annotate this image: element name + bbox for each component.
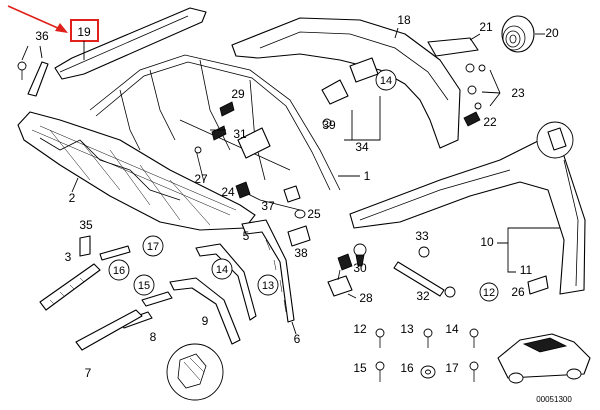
label-29: 29 bbox=[231, 87, 245, 101]
label-11: 11 bbox=[520, 263, 533, 277]
callout-13-mid bbox=[257, 274, 279, 296]
top-frame bbox=[89, 54, 341, 211]
label-10: 10 bbox=[480, 235, 494, 249]
label-12-right: 12 bbox=[483, 287, 495, 299]
highlight-box bbox=[70, 19, 99, 42]
part-35 bbox=[79, 235, 91, 257]
callout-17 bbox=[142, 235, 164, 257]
label-21: 21 bbox=[479, 20, 493, 34]
legend-label-14: 14 bbox=[445, 322, 459, 336]
label-22: 22 bbox=[483, 115, 497, 129]
part-18-cover bbox=[231, 17, 461, 149]
highlight-arrow bbox=[7, 5, 68, 33]
part-19-strip bbox=[54, 7, 207, 80]
part-24-37-25 bbox=[235, 181, 306, 219]
legend-label-15: 15 bbox=[353, 361, 367, 375]
legend-label-12: 12 bbox=[353, 322, 367, 336]
legend-label-17: 17 bbox=[445, 361, 459, 375]
part-20-cylinder bbox=[501, 15, 535, 53]
part-28 bbox=[327, 269, 353, 297]
label-1: 1 bbox=[364, 169, 371, 183]
label-7: 7 bbox=[85, 366, 92, 380]
label-20: 20 bbox=[545, 26, 559, 40]
part-23-fasteners bbox=[463, 63, 486, 127]
label-15: 15 bbox=[138, 280, 150, 292]
label-2: 2 bbox=[69, 191, 76, 205]
part-10-seal bbox=[349, 139, 586, 295]
label-34: 34 bbox=[355, 140, 369, 154]
part-21-pad bbox=[427, 37, 479, 57]
part-14-hinge bbox=[321, 57, 379, 128]
label-26: 26 bbox=[511, 285, 525, 299]
label-13-mid: 13 bbox=[262, 280, 274, 292]
label-37: 37 bbox=[261, 199, 275, 213]
callout-15 bbox=[133, 274, 155, 296]
part-15-strip bbox=[141, 291, 173, 307]
label-38: 38 bbox=[294, 246, 308, 260]
label-33: 33 bbox=[415, 229, 429, 243]
part-7-strip bbox=[75, 309, 143, 351]
part-16-clip bbox=[99, 245, 131, 261]
label-18: 18 bbox=[397, 13, 411, 27]
label-30: 30 bbox=[353, 261, 367, 275]
part-30-32-33 bbox=[337, 243, 456, 298]
fastener-legend: 12 13 14 15 16 17 bbox=[353, 322, 479, 382]
part-9-trim bbox=[169, 277, 241, 345]
label-35: 35 bbox=[79, 218, 93, 232]
label-23: 23 bbox=[511, 86, 525, 100]
callout-16 bbox=[108, 259, 130, 281]
label-6: 6 bbox=[294, 332, 301, 346]
callout-14-top bbox=[375, 69, 397, 91]
reference-number: 00051300 bbox=[536, 395, 572, 404]
label-5: 5 bbox=[243, 229, 250, 243]
legend-label-16: 16 bbox=[400, 361, 414, 375]
label-27: 27 bbox=[194, 172, 208, 186]
label-14-top: 14 bbox=[380, 75, 392, 87]
part-5-trim bbox=[241, 219, 295, 323]
label-14-mid: 14 bbox=[216, 264, 228, 276]
part-2-tub bbox=[17, 111, 256, 231]
part-3-strip bbox=[39, 263, 101, 311]
part-14-trim bbox=[195, 243, 257, 321]
label-39: 39 bbox=[322, 118, 336, 132]
callout-12-right bbox=[479, 282, 499, 302]
label-3: 3 bbox=[65, 250, 72, 264]
label-25: 25 bbox=[307, 207, 321, 221]
label-9: 9 bbox=[202, 314, 209, 328]
part-36-bracket bbox=[17, 61, 49, 97]
part-38 bbox=[287, 225, 311, 247]
label-8: 8 bbox=[150, 330, 157, 344]
label-19: 19 bbox=[77, 25, 91, 39]
car-thumbnail bbox=[497, 333, 591, 384]
label-32: 32 bbox=[416, 289, 430, 303]
label-17: 17 bbox=[147, 241, 159, 253]
central-hardware bbox=[194, 101, 271, 183]
callout-14-mid bbox=[211, 258, 233, 280]
legend-label-13: 13 bbox=[400, 322, 414, 336]
detail-circle-bottom bbox=[166, 343, 224, 401]
label-28: 28 bbox=[359, 291, 373, 305]
label-36: 36 bbox=[35, 29, 49, 43]
label-31: 31 bbox=[233, 127, 247, 141]
label-16: 16 bbox=[113, 265, 125, 277]
label-24: 24 bbox=[221, 185, 235, 199]
